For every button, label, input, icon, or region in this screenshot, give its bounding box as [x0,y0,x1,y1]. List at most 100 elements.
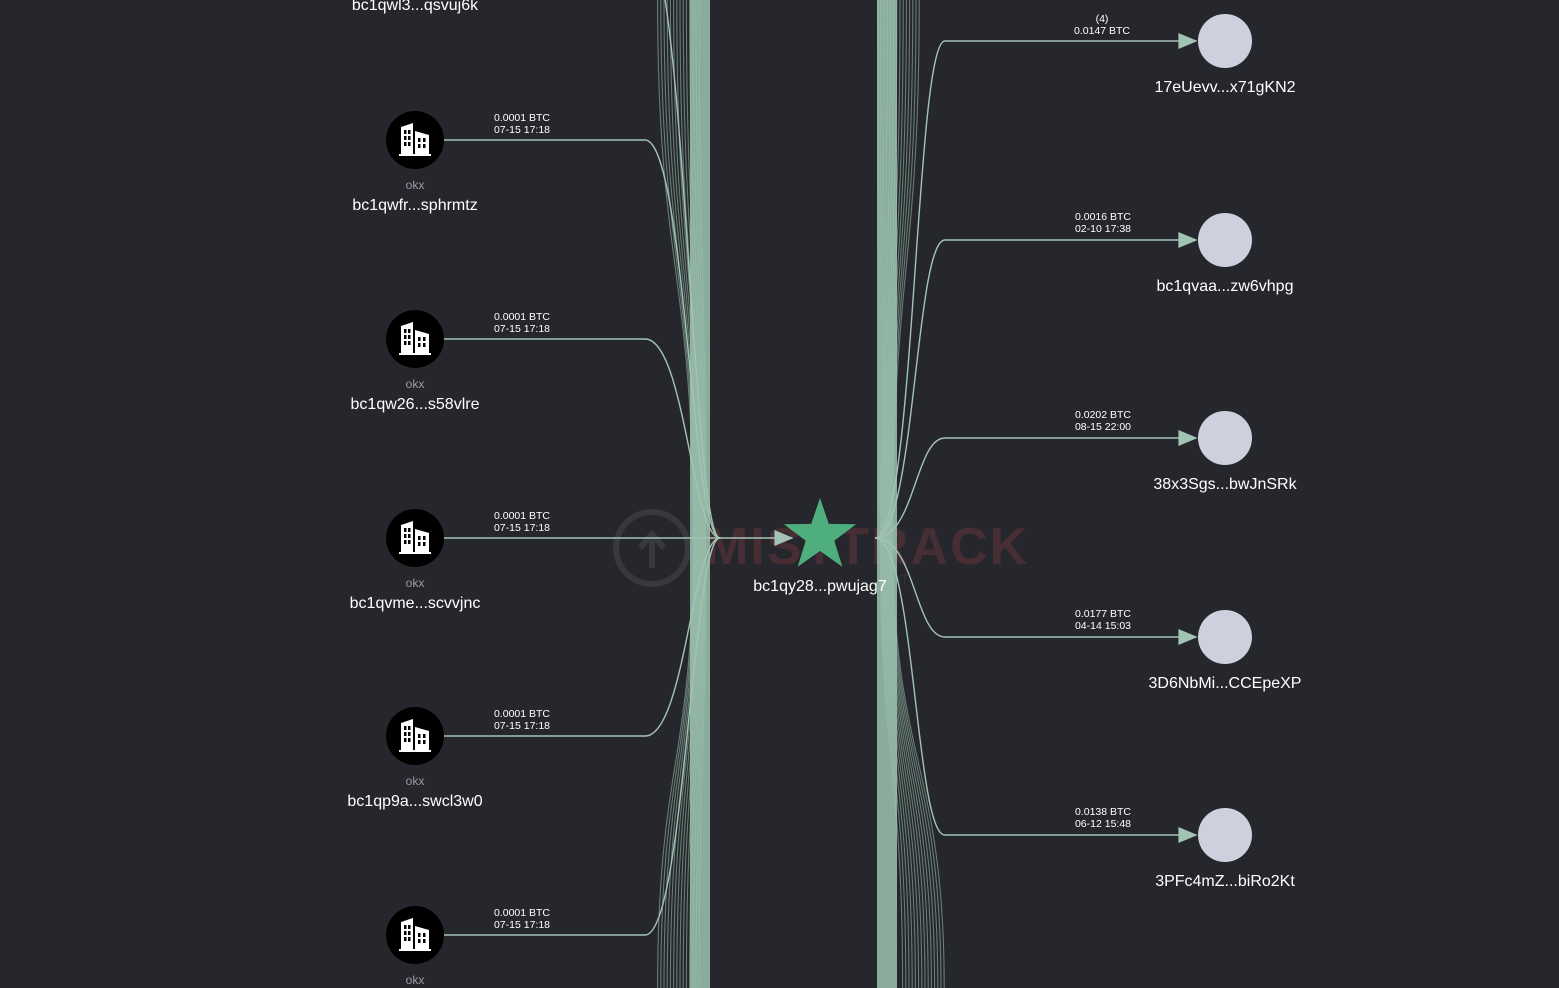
bundle-strand [885,0,898,539]
bundle-strand [887,537,929,988]
bundle-strand [881,537,910,988]
edge-amount-label: 0.0001 BTC [494,708,550,720]
edge-time-label: 06-12 15:48 [1075,818,1131,830]
center-address-label: bc1qy28...pwujag7 [753,578,887,595]
input-edge-line [443,537,721,936]
bundle-strand [679,0,701,539]
building-icon [399,521,431,554]
watermark-logo: MISTTRACK ST [613,509,1029,587]
bundle-strand [676,537,700,988]
address-label: bc1qwl3...qsvuj6k [352,0,479,14]
bundle-strand [669,0,698,539]
bundle-strand [891,0,917,539]
bundle-strand [666,0,697,539]
input-edge[interactable] [443,0,721,539]
entity-node[interactable]: okx [386,906,444,987]
bundle-strand [890,0,914,539]
bundle-strand [881,0,885,539]
bundle-strand [891,537,942,988]
bundle-strand [679,537,701,988]
bundle-strand [673,0,699,539]
bundle-strand [685,537,703,988]
input-edge[interactable]: 0.0001 BTC 07-15 17:18 [443,112,721,539]
address-node[interactable]: 38x3Sgs...bwJnSRk [1153,411,1298,493]
entity-label: okx [406,576,425,590]
address-node[interactable]: 3D6NbMi...CCEpeXP [1149,610,1302,692]
edge-amount-label: 0.0138 BTC [1075,806,1131,818]
edge-time-label: 04-14 15:03 [1075,620,1131,632]
edge-bundle [657,0,945,988]
entity-node[interactable]: okx bc1qw26...s58vlre [351,310,480,413]
edge-time-label: 02-10 17:38 [1075,223,1131,235]
output-edge-line [874,33,1198,539]
output-edge-line [874,430,1198,539]
edge-time-label: 07-15 17:18 [494,522,550,534]
edge-amount-label: 0.0001 BTC [494,311,550,323]
bundle-strand [660,0,695,539]
address-node-circle [1198,213,1252,267]
bundle-strand [682,0,702,539]
bundle-strand [692,537,705,988]
address-node[interactable]: bc1qvaa...zw6vhpg [1157,213,1294,295]
bundle-strand [890,537,939,988]
edge-amount-label: 0.0001 BTC [494,112,550,124]
input-edge-line [443,537,721,737]
address-node[interactable]: 3PFc4mZ...biRo2Kt [1155,808,1295,890]
edge-amount-label: 0.0202 BTC [1075,409,1131,421]
bundle-strand [886,537,926,988]
address-node[interactable]: 17eUevv...x71gKN2 [1154,14,1296,96]
bundle-strand [882,537,913,988]
input-edge-line [443,139,721,539]
address-label: bc1qw26...s58vlre [351,396,480,413]
bundle-strand [888,0,907,539]
address-node-circle [1198,808,1252,862]
output-edge-line [874,537,1198,843]
input-edge[interactable]: 0.0001 BTC 07-15 17:18 [443,311,721,539]
edge-amount-label: 0.0147 BTC [1074,25,1130,37]
entity-label: okx [406,973,425,987]
bundle-strand [885,537,923,988]
address-label: bc1qvaa...zw6vhpg [1157,278,1294,295]
bundle-strand [663,537,696,988]
bundle-strand [879,537,904,988]
bundle-strand [883,0,891,539]
bundle-strand [877,0,881,539]
building-icon [399,322,431,355]
entity-node[interactable]: bc1qwl3...qsvuj6k [352,0,479,14]
address-label: 3PFc4mZ...biRo2Kt [1155,873,1295,890]
output-edge[interactable]: (4)0.0147 BTC [874,13,1198,539]
edge-amount-label: 0.0016 BTC [1075,211,1131,223]
bundle-strand [884,0,895,539]
output-edge-line [874,232,1198,539]
output-edge-line [874,537,1198,645]
bundle-strand [692,0,705,539]
bundle-strand [888,537,932,988]
bundle-strand [698,537,707,988]
edge-time-label: 07-15 17:18 [494,919,550,931]
bundle-strand [883,537,916,988]
entity-label: okx [406,377,425,391]
edge-amount-label: 0.0001 BTC [494,907,550,919]
bundle-strand [887,0,904,539]
address-node-circle [1198,14,1252,68]
address-node-circle [1198,610,1252,664]
address-label: 3D6NbMi...CCEpeXP [1149,675,1302,692]
center-node[interactable]: bc1qy28...pwujag7 [753,498,887,595]
building-icon [399,123,431,156]
bundle-strand [698,0,707,539]
address-label: 38x3Sgs...bwJnSRk [1153,476,1297,493]
watermark-text: MISTTRACK [705,518,1029,576]
address-label: bc1qp9a...swcl3w0 [347,793,482,810]
bundle-strand [886,0,901,539]
